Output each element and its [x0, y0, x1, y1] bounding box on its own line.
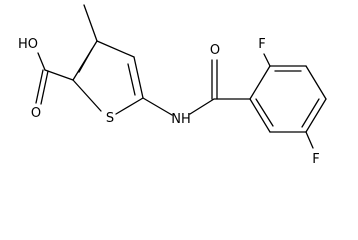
- bond-benz-6-1: [249, 98, 271, 133]
- bond-ring-c4-c5-inner: [127, 63, 136, 96]
- bond-c-f-para: [305, 131, 314, 149]
- label-fluorine-para: F: [312, 152, 319, 167]
- label-amide-nitrogen: NH: [171, 112, 191, 127]
- bond-methyl: [83, 4, 98, 42]
- label-fluorine-ortho: F: [258, 37, 265, 52]
- bond-cooh-o-double-a: [35, 69, 44, 104]
- label-hydroxyl: HO: [18, 37, 38, 52]
- bond-ring-c5-s: [115, 97, 144, 115]
- bond-c-f-ortho: [263, 53, 271, 67]
- bond-benz-3-4: [305, 65, 327, 100]
- bond-ring-s-c2: [72, 79, 102, 112]
- bond-cooh-oh: [37, 52, 46, 71]
- bond-benz-4-5: [305, 98, 327, 133]
- bond-benz-6-1-inner: [255, 98, 274, 127]
- bond-cooh-o-double-b: [40, 70, 49, 105]
- structure-canvas: HO O S NH O F F: [18, 4, 327, 167]
- bond-benz-4-5-inner: [301, 98, 320, 128]
- bond-ring-c3-c2-inner: [78, 48, 93, 73]
- atom-labels: HO O S NH O F F: [18, 37, 320, 167]
- label-carbonyl-oxygen-acid: O: [31, 106, 41, 121]
- bond-ring-c4-c5: [133, 56, 144, 99]
- bonds: [35, 4, 327, 149]
- bond-c2-cooh: [44, 69, 74, 81]
- bond-ring-c3-c4: [96, 40, 135, 58]
- bond-nh-carbonyl: [189, 98, 215, 115]
- molecule-structure: HO O S NH O F F: [18, 4, 327, 167]
- bond-benz-1-2: [249, 65, 271, 100]
- label-sulfur: S: [106, 111, 114, 126]
- bond-c5-nh: [142, 97, 173, 116]
- label-carbonyl-oxygen-amide: O: [210, 43, 220, 58]
